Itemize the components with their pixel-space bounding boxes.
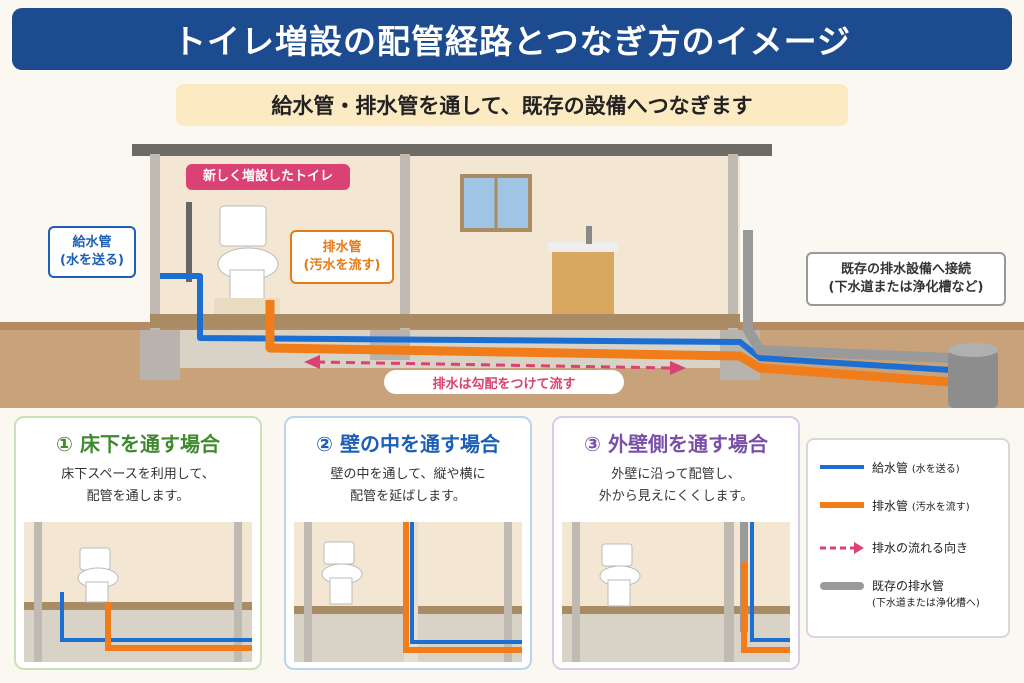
drain-callout: 排水管 (汚水を流す) bbox=[290, 230, 394, 284]
existing-drain-pipe bbox=[743, 230, 951, 363]
panel-exterior-wall: ③ 外壁側を通す場合 外壁に沿って配管し、外から見えにくくします。 bbox=[552, 416, 800, 670]
exterior-wall-illustration bbox=[562, 522, 790, 662]
legend-item: 排水の流れる向き bbox=[820, 540, 1004, 556]
page-subtitle: 給水管・排水管を通して、既存の設備へつなぎます bbox=[176, 84, 848, 126]
existing-connection-callout: 既存の排水設備へ接続 (下水道または浄化槽など) bbox=[806, 252, 1006, 306]
legend: 給水管 (水を送る) 排水管 (汚水を流す) 排水の流れる向き 既存の排水管(下… bbox=[806, 438, 1010, 638]
legend-item: 既存の排水管(下水道または浄化槽へ) bbox=[820, 578, 1004, 612]
septic-tank bbox=[948, 350, 998, 408]
panel-title: ③ 外壁側を通す場合 bbox=[584, 432, 768, 456]
flow-note: 排水は勾配をつけて流す bbox=[384, 370, 624, 394]
inside-wall-illustration bbox=[294, 522, 522, 662]
panel-description: 床下スペースを利用して、配管を通します。 bbox=[61, 467, 215, 504]
under-floor-illustration bbox=[24, 522, 252, 662]
panel-under-floor: ① 床下を通す場合 床下スペースを利用して、配管を通します。 bbox=[14, 416, 262, 670]
panel-description: 外壁に沿って配管し、外から見えにくくします。 bbox=[598, 467, 754, 504]
floor bbox=[150, 314, 740, 328]
drain-pipe bbox=[265, 300, 951, 387]
toilet-icon bbox=[214, 205, 280, 314]
page-title: トイレ増設の配管経路とつなぎ方のイメージ bbox=[12, 8, 1012, 70]
new-toilet-callout: 新しく増設したトイレ bbox=[186, 164, 350, 190]
legend-item: 排水管 (汚水を流す) bbox=[820, 499, 970, 513]
panel-inside-wall: ② 壁の中を通す場合 壁の中を通して、縦や横に配管を延ばします。 bbox=[284, 416, 532, 670]
water-supply-callout: 給水管 (水を送る) bbox=[48, 226, 136, 278]
house-cross-section bbox=[0, 144, 1024, 408]
sink-cabinet bbox=[552, 250, 614, 314]
panel-title: ② 壁の中を通す場合 bbox=[316, 432, 500, 456]
water-supply-pipe bbox=[160, 273, 951, 373]
panel-title: ① 床下を通す場合 bbox=[56, 432, 220, 456]
panel-description: 壁の中を通して、縦や横に配管を延ばします。 bbox=[330, 467, 486, 504]
roof-beam bbox=[132, 144, 772, 156]
legend-item: 給水管 (水を送る) bbox=[820, 461, 960, 475]
